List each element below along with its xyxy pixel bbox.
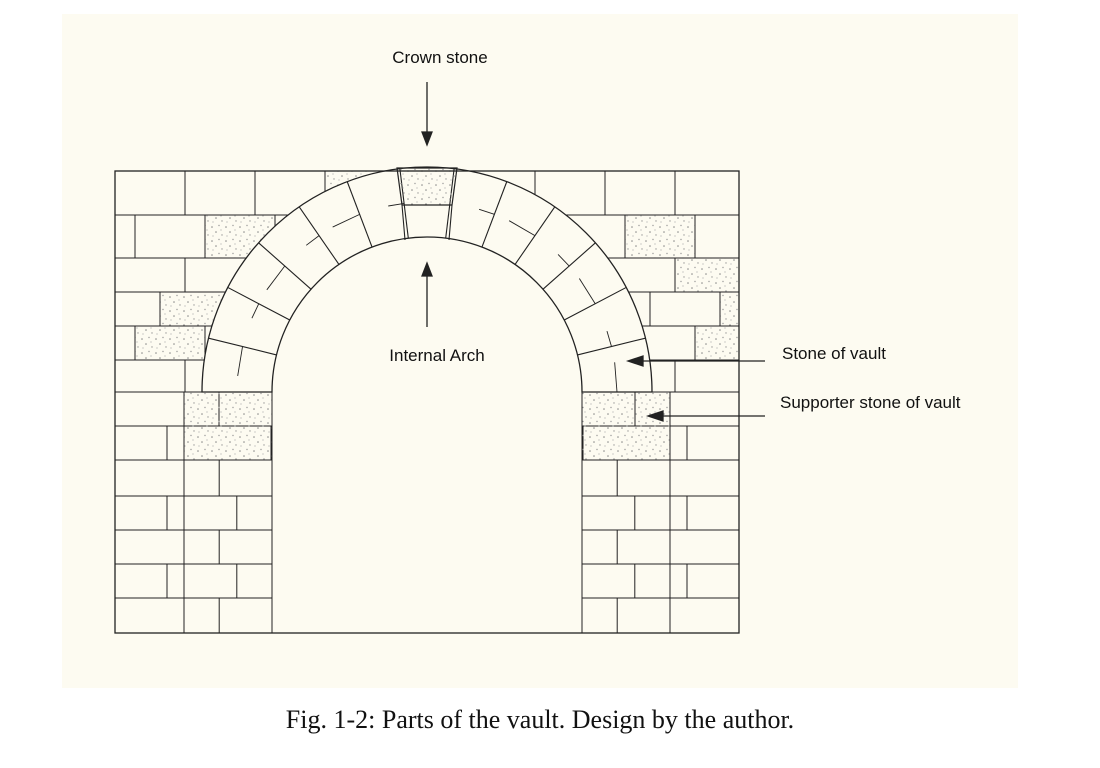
wall-brick xyxy=(184,171,256,216)
jamb-brick xyxy=(183,495,273,531)
wall-brick xyxy=(694,214,739,259)
jamb-brick xyxy=(183,563,273,599)
jamb-brick xyxy=(183,529,273,565)
figure-caption: Fig. 1-2: Parts of the vault. Design by … xyxy=(286,705,794,734)
voussoir-joint xyxy=(478,208,495,215)
arch-ring xyxy=(201,166,653,393)
voussoir-joint xyxy=(401,204,406,241)
wall-brick xyxy=(134,214,206,259)
wall-brick xyxy=(674,359,739,393)
voussoir-joint xyxy=(578,278,596,304)
wall-brick xyxy=(686,563,739,599)
wall-outline xyxy=(114,170,740,634)
supporter-stone-label: Supporter stone of vault xyxy=(780,393,961,412)
jamb-brick xyxy=(581,529,671,565)
voussoir-joint xyxy=(606,330,612,347)
internal-arch-arrow xyxy=(421,261,433,327)
voussoir-joint xyxy=(614,362,618,393)
jamb-brick xyxy=(183,459,273,497)
wall-brick xyxy=(624,214,696,259)
internal-arch-label: Internal Arch xyxy=(389,346,484,365)
voussoir-joint xyxy=(298,206,340,265)
wall-brick xyxy=(115,563,168,599)
stone-of-vault-arrow xyxy=(625,355,765,367)
voussoir-joint xyxy=(448,204,453,241)
voussoir-joint xyxy=(237,346,243,377)
supporter-stone-left xyxy=(183,391,273,461)
supporter-stone-right xyxy=(581,391,671,461)
stone-of-vault-label: Stone of vault xyxy=(782,344,886,363)
voussoir-joint xyxy=(508,220,536,237)
wall-brick xyxy=(134,325,206,361)
voussoir-joint xyxy=(251,303,260,319)
crown-stone-arrow xyxy=(421,82,433,147)
supporter-stone-arrow xyxy=(645,410,765,422)
jamb-brick xyxy=(581,459,671,497)
voussoir-joint xyxy=(227,286,291,321)
wall-brick xyxy=(719,291,739,327)
wall-brick xyxy=(674,257,739,293)
jamb-brick xyxy=(581,495,671,531)
wall-brick xyxy=(604,171,676,216)
jamb-brick xyxy=(581,597,671,634)
jamb-masonry xyxy=(183,459,671,634)
arch-opening xyxy=(272,237,582,633)
wall-brick xyxy=(694,325,739,361)
jamb-brick xyxy=(581,563,671,599)
wall-brick xyxy=(115,257,186,293)
crown-stone-label: Crown stone xyxy=(392,48,487,67)
voussoir-joint xyxy=(557,254,570,267)
wall-brick xyxy=(649,291,721,327)
voussoir-joint xyxy=(266,265,286,291)
wall-brick xyxy=(115,425,168,461)
wall-brick xyxy=(115,171,186,216)
jamb-brick xyxy=(183,597,273,634)
voussoir-joint xyxy=(332,213,360,228)
wall-brick xyxy=(686,495,739,531)
wall-brick xyxy=(686,425,739,461)
wall-brick xyxy=(674,171,739,216)
wall-brick xyxy=(115,495,168,531)
wall-brick xyxy=(115,359,186,393)
voussoir-ring xyxy=(201,166,653,393)
crown-stone xyxy=(396,167,458,206)
voussoir-joint xyxy=(305,235,320,246)
